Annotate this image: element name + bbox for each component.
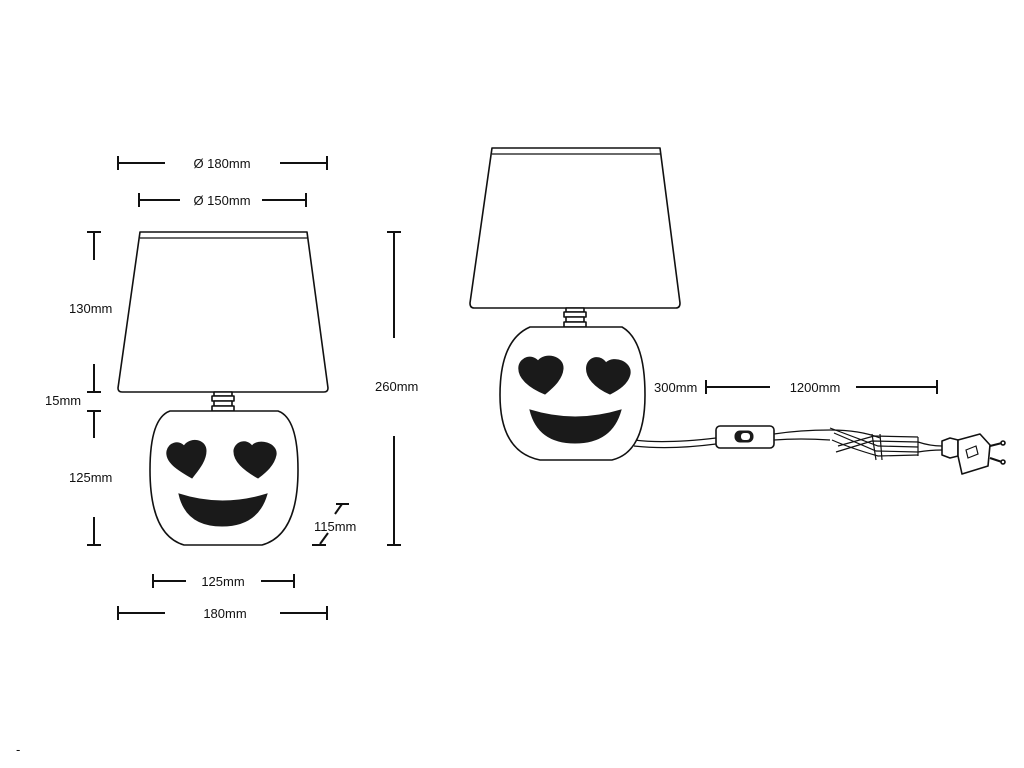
cable-to-switch-label: 300mm xyxy=(654,380,697,395)
lamp-neck-side xyxy=(563,307,587,328)
smile-mouth-icon xyxy=(178,493,268,527)
shade-height-label: 130mm xyxy=(69,301,112,316)
smile-mouth-side-icon xyxy=(529,409,622,444)
dimension-shade-top-diameter: Ø 180mm xyxy=(117,156,328,171)
dimension-shade-bottom-diameter: Ø 150mm xyxy=(138,193,307,208)
power-cord-front-2 xyxy=(633,443,717,449)
lamp-shade-side xyxy=(469,147,681,309)
base-depth-label: 115mm xyxy=(314,519,356,534)
heart-eye-left-icon xyxy=(166,439,207,479)
plug-icon xyxy=(941,433,1006,475)
dimension-base-depth: 115mm xyxy=(312,503,356,546)
dimension-overall-width: 180mm xyxy=(117,606,328,621)
total-height-label: 260mm xyxy=(375,379,418,394)
neck-height-label: 15mm xyxy=(45,393,81,408)
dimension-neck-height: 15mm xyxy=(45,393,81,408)
lamp-neck-front xyxy=(211,391,235,412)
inline-switch-icon xyxy=(715,425,775,449)
power-cord-front xyxy=(633,437,717,443)
heart-eye-right-icon xyxy=(233,441,277,479)
base-width-label: 125mm xyxy=(201,574,244,589)
dimension-base-height: 125mm xyxy=(69,410,112,546)
shade-top-diameter-label: Ø 180mm xyxy=(193,156,250,171)
dimension-cable-length: 300mm 1200mm xyxy=(654,380,938,395)
cable-total-label: 1200mm xyxy=(790,380,841,395)
emoji-base-side xyxy=(499,326,646,461)
corner-mark: - xyxy=(16,742,20,757)
dimension-base-width: 125mm xyxy=(152,574,295,589)
front-view: Ø 180mm Ø 150mm xyxy=(45,156,418,621)
base-height-label: 125mm xyxy=(69,470,112,485)
dimension-total-height: 260mm xyxy=(375,231,418,546)
lamp-shade-front xyxy=(117,231,329,393)
emoji-base-front xyxy=(149,410,299,546)
heart-eye-left-side-icon xyxy=(518,355,564,395)
heart-eye-right-side-icon xyxy=(586,357,631,395)
coiled-cord xyxy=(773,427,943,461)
overall-width-label: 180mm xyxy=(203,606,246,621)
side-view: 300mm 1200mm xyxy=(469,147,1006,475)
dimension-shade-height: 130mm xyxy=(69,231,112,393)
shade-bottom-diameter-label: Ø 150mm xyxy=(193,193,250,208)
